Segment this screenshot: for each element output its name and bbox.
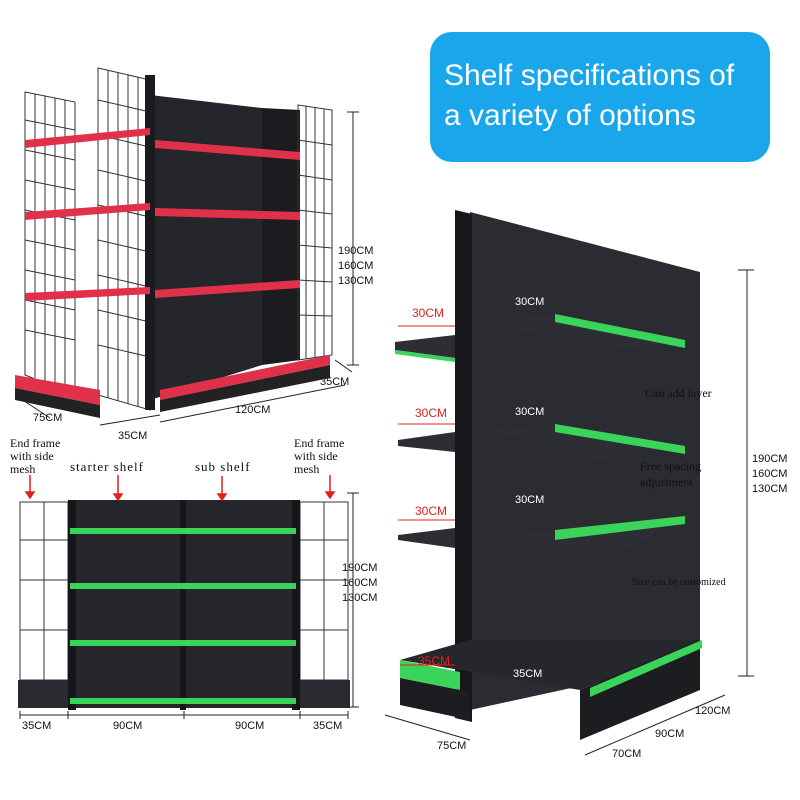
banner-line-1: Shelf specifications of [444, 59, 735, 92]
width-label: 35CM [22, 720, 52, 732]
red-arrows [24, 475, 336, 502]
bottom-left-dimension-lines [19, 492, 359, 719]
height-label: 190CM [338, 245, 374, 257]
left-end-frame-label: End frame with side mesh [10, 436, 61, 476]
shelf-depth-red: 30CM [415, 406, 448, 420]
right-shelf-unit [395, 210, 702, 740]
top-left-heights: 190CM 160CM 130CM [338, 244, 373, 289]
note-can-add-layer: Can add layer [645, 386, 712, 400]
height-label: 190CM [752, 453, 788, 465]
right-width: 120CM [695, 705, 731, 717]
height-label: 130CM [342, 592, 378, 604]
shelf-label: 30CM [515, 494, 545, 506]
width-label: 35CM [313, 720, 343, 732]
bottom-left-heights: 190CM 160CM 130CM [342, 561, 377, 606]
shelf-label: 30CM [515, 406, 545, 418]
right-dimension-lines [384, 269, 754, 756]
shelf-label: 30CM [515, 296, 545, 308]
banner-line-2: a variety of options [444, 99, 696, 132]
shelf-depth-red: 30CM [415, 504, 448, 518]
base-label: 35CM [513, 668, 543, 680]
height-label: 130CM [752, 483, 788, 495]
top-left-front-depth: 75CM [33, 412, 63, 424]
top-left-shelf-unit [15, 67, 333, 418]
right-width: 90CM [655, 728, 685, 740]
top-left-dimension-lines [14, 111, 359, 426]
base-depth-red: 35CM [418, 654, 451, 668]
bottom-left-shelf-unit [18, 500, 350, 710]
starter-shelf-label: starter shelf [70, 459, 145, 474]
right-depth: 75CM [437, 740, 467, 752]
right-end-frame-label: End frame with side mesh [294, 436, 345, 476]
note-size-customized: Size can be customized [632, 577, 726, 588]
title-banner: Shelf specifications of a variety of opt… [430, 32, 770, 162]
height-label: 160CM [342, 577, 378, 589]
width-label: 90CM [235, 720, 265, 732]
height-label: 160CM [752, 468, 788, 480]
right-heights: 190CM 160CM 130CM [752, 452, 787, 497]
top-left-base-depth: 35CM [118, 430, 148, 442]
right-width: 70CM [612, 748, 642, 760]
top-left-length: 120CM [235, 404, 271, 416]
width-label: 90CM [113, 720, 143, 732]
note-free-spacing: Free spacing [640, 459, 701, 473]
top-left-side-depth: 35CM [320, 376, 350, 388]
note-adjustment: adjustment [640, 475, 693, 489]
shelf-depth-red: 30CM [412, 306, 445, 320]
sub-shelf-label: sub shelf [195, 459, 251, 474]
height-label: 190CM [342, 562, 378, 574]
height-label: 130CM [338, 275, 374, 287]
height-label: 160CM [338, 260, 374, 272]
